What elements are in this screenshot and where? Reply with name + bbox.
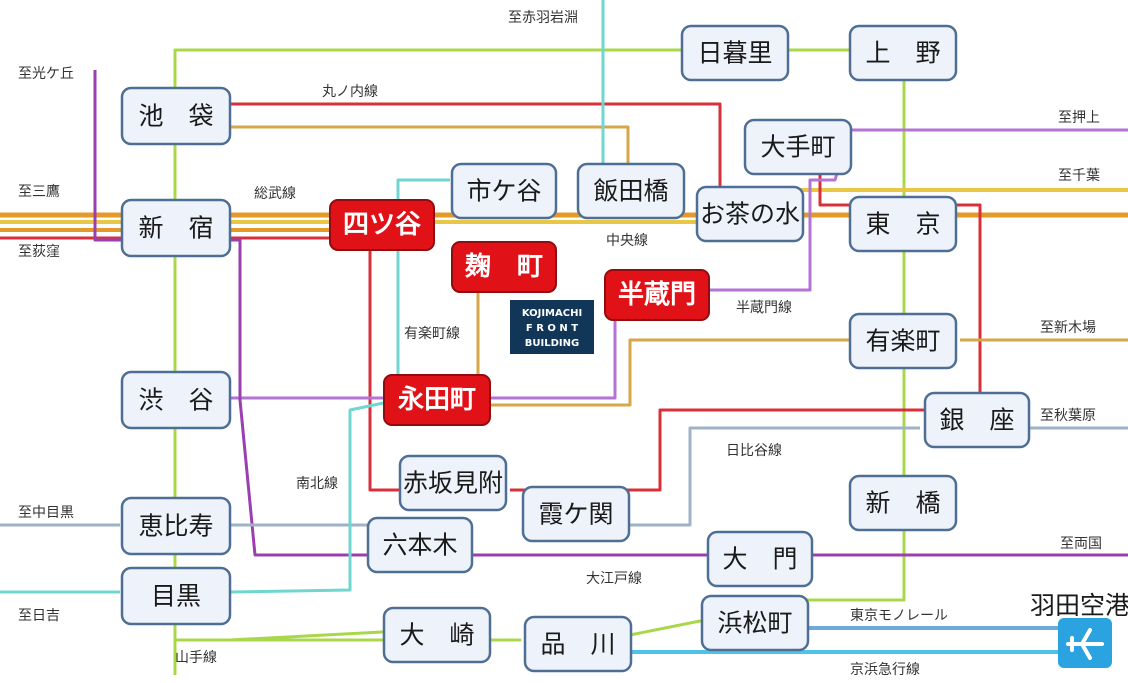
station-label: 品 川	[540, 630, 615, 659]
direction-hiyoshi: 至日吉	[18, 608, 60, 624]
station-ginza[interactable]: 銀 座	[923, 391, 1031, 449]
oedo-line	[93, 70, 1128, 557]
station-nippori[interactable]: 日暮里	[680, 24, 790, 82]
yamanote-line	[173, 48, 906, 642]
direction-oshiage: 至押上	[1058, 110, 1100, 126]
station-label: 赤坂見附	[403, 469, 503, 498]
station-label: 四ツ谷	[343, 210, 422, 240]
station-label: お茶の水	[700, 200, 800, 229]
station-label: 飯田橋	[593, 177, 668, 206]
station-tokyo[interactable]: 東 京	[848, 195, 958, 253]
station-iidabashi[interactable]: 飯田橋	[576, 162, 686, 220]
station-label: 浜松町	[717, 609, 792, 638]
label-hanzomon-line: 半蔵門線	[736, 300, 792, 316]
station-label: 麹 町	[464, 251, 543, 282]
label-keikyu-line: 京浜急行線	[850, 662, 920, 678]
direction-ryogoku: 至両国	[1060, 536, 1102, 552]
direction-kotakemukaihara: 至光ケ丘	[18, 66, 74, 82]
station-kasumigaseki[interactable]: 霞ケ関	[521, 485, 631, 543]
station-label: 目黒	[151, 582, 201, 611]
station-otemachi[interactable]: 大手町	[743, 118, 853, 176]
direction-akabaneiwabuchi: 至赤羽岩淵	[508, 10, 578, 26]
station-label: 永田町	[398, 385, 476, 415]
station-label: 池 袋	[138, 102, 213, 131]
building-name-line1: KOJIMACHI	[522, 308, 582, 319]
station-nagatacho-highlight[interactable]: 永田町	[383, 374, 491, 426]
direction-nakameguro: 至中目黒	[18, 505, 74, 521]
direction-mitaka: 至三鷹	[18, 184, 60, 200]
direction-akihabara: 至秋葉原	[1040, 408, 1096, 424]
label-nanboku-line: 南北線	[296, 476, 338, 492]
station-shinagawa[interactable]: 品 川	[523, 615, 633, 673]
station-osaki[interactable]: 大 崎	[382, 606, 492, 664]
station-shibuya[interactable]: 渋 谷	[120, 370, 232, 430]
label-yamanote-line: 山手線	[175, 650, 217, 666]
building-name-line2: F R O N T	[526, 323, 578, 334]
label-sobu-line: 総武線	[254, 186, 296, 202]
station-ebisu[interactable]: 恵比寿	[120, 496, 232, 556]
station-ichigaya[interactable]: 市ケ谷	[450, 162, 558, 220]
building-name-line3: BUILDING	[525, 338, 579, 349]
direction-shinkiba: 至新木場	[1040, 320, 1096, 336]
yurakucho-line	[230, 125, 1128, 407]
station-label: 日暮里	[697, 39, 772, 68]
airport-label: 羽田空港	[1030, 591, 1128, 620]
airplane-icon	[1058, 618, 1112, 668]
label-monorail-line: 東京モノレール	[850, 608, 948, 624]
station-kojimachi-highlight[interactable]: 麹 町	[451, 241, 557, 293]
station-label: 新 宿	[138, 214, 213, 243]
station-label: 市ケ谷	[466, 177, 541, 206]
direction-chiba: 至千葉	[1058, 168, 1100, 184]
label-hibiya-line: 日比谷線	[726, 443, 782, 459]
station-yurakucho[interactable]: 有楽町	[848, 312, 958, 370]
hibiya-line	[0, 426, 1128, 527]
direction-ogikubo: 至荻窪	[18, 243, 60, 260]
station-label: 恵比寿	[138, 512, 213, 541]
station-label: 渋 谷	[138, 386, 213, 415]
station-label: 東 京	[865, 210, 940, 239]
station-label: 新 橋	[865, 489, 940, 518]
station-daimon[interactable]: 大 門	[706, 530, 814, 588]
station-shinbashi[interactable]: 新 橋	[848, 474, 958, 532]
station-label: 銀 座	[939, 406, 1014, 435]
station-label: 上 野	[865, 39, 940, 68]
kojimachi-front-building-logo: KOJIMACHI F R O N T BUILDING	[510, 300, 594, 354]
station-roppongi[interactable]: 六本木	[366, 516, 474, 574]
station-hanzomon-highlight[interactable]: 半蔵門	[604, 269, 710, 321]
station-label: 半蔵門	[618, 280, 696, 310]
station-ochanomizu[interactable]: お茶の水	[695, 185, 805, 243]
station-yotsuya-highlight[interactable]: 四ツ谷	[329, 199, 435, 251]
station-ikebukuro[interactable]: 池 袋	[120, 86, 232, 146]
station-label: 有楽町	[865, 327, 940, 356]
station-hamamatsucho[interactable]: 浜松町	[700, 594, 810, 652]
station-label: 大 崎	[399, 621, 474, 650]
station-label: 霞ケ関	[538, 500, 613, 529]
station-label: 大 門	[722, 545, 797, 574]
station-ueno[interactable]: 上 野	[848, 24, 958, 82]
station-akasakamitsuke[interactable]: 赤坂見附	[398, 454, 508, 512]
label-marunouchi-line: 丸ノ内線	[322, 84, 378, 100]
nanboku-line	[0, 0, 605, 594]
station-label: 大手町	[760, 133, 835, 162]
station-label: 六本木	[382, 531, 457, 560]
station-shinjuku[interactable]: 新 宿	[120, 198, 232, 258]
label-chuo-line: 中央線	[606, 233, 648, 249]
label-oedo-line: 大江戸線	[586, 571, 642, 587]
station-meguro[interactable]: 目黒	[120, 566, 232, 626]
label-yurakucho-line: 有楽町線	[404, 326, 460, 342]
